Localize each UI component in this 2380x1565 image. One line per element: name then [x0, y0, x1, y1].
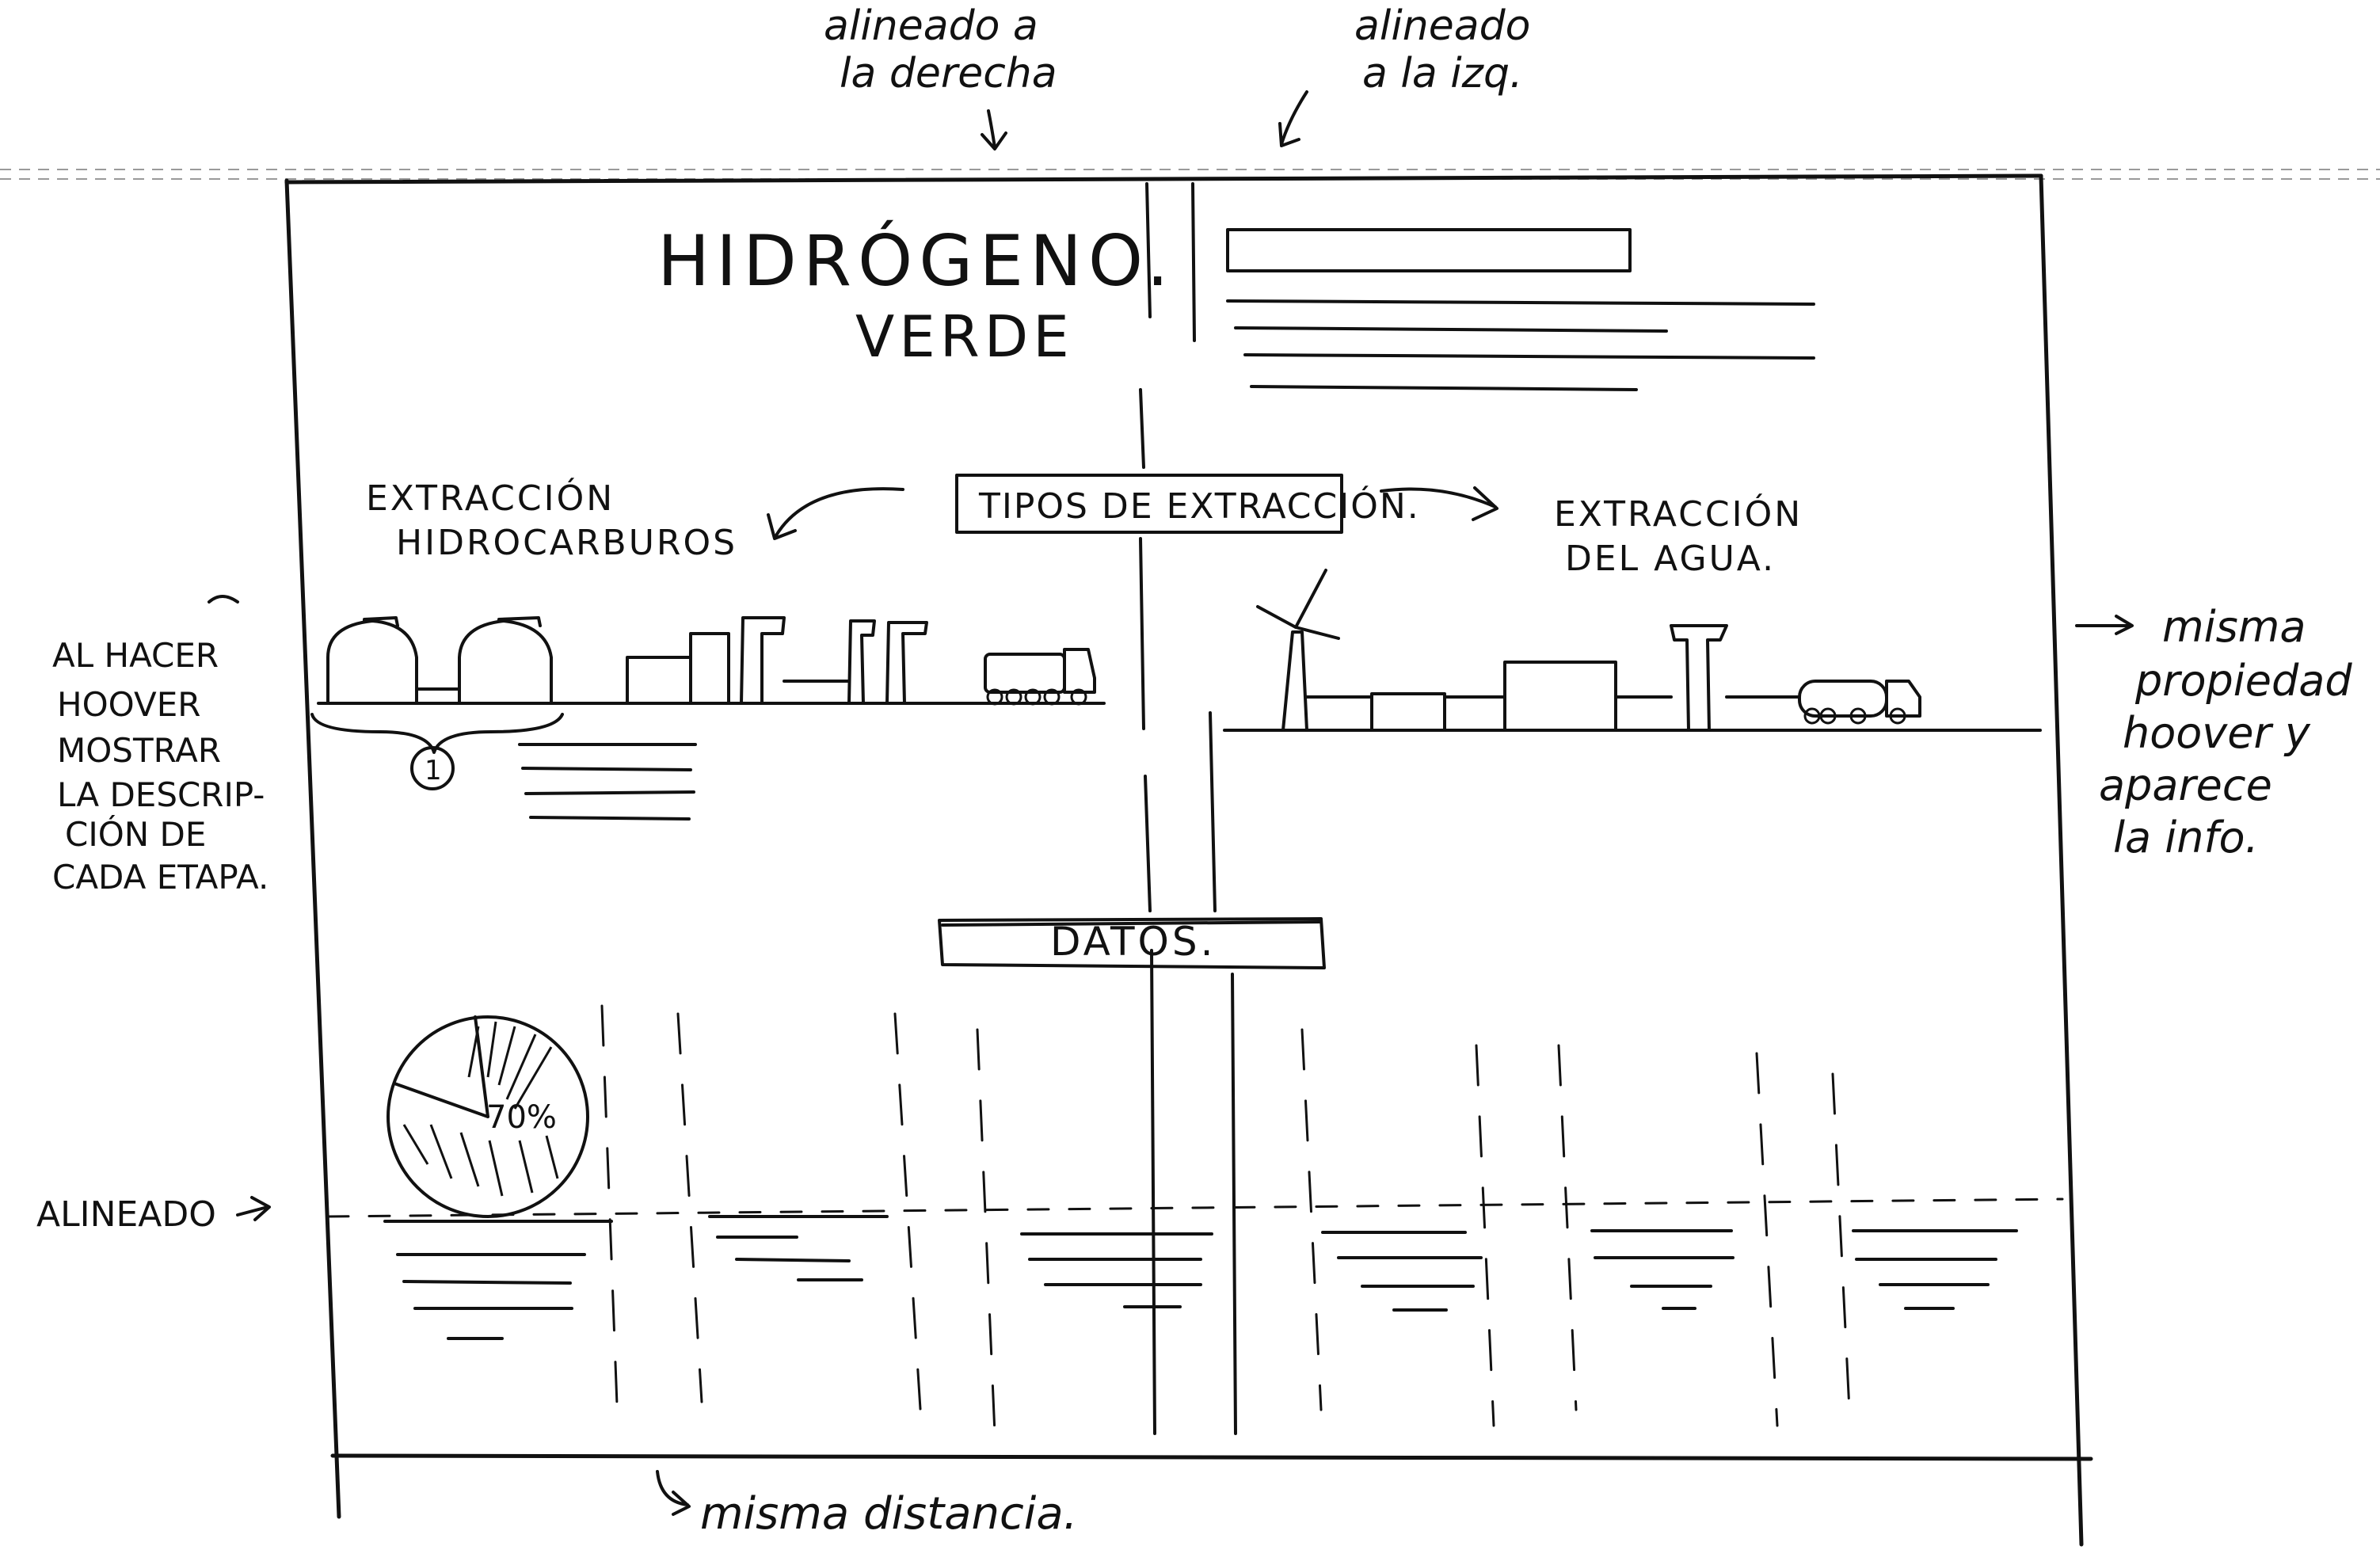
svg-text:LA DESCRIP-: LA DESCRIP-: [57, 775, 265, 814]
data-column-2-text: [708, 1215, 889, 1281]
svg-text:HIDROCARBUROS: HIDROCARBUROS: [396, 523, 737, 563]
data-column-4-text: [1321, 1231, 1483, 1312]
arrow-left-icon: [767, 487, 904, 540]
right-hover-note: misma propiedad hoover y aparece la info…: [2075, 602, 2352, 862]
extraction-types-label: TIPOS DE EXTRACCIÓN.: [767, 474, 1498, 540]
right-extraction-label: EXTRACCIÓN DEL AGUA.: [1554, 493, 1803, 579]
page-subtitle: VERDE: [855, 303, 1074, 370]
svg-text:ALINEADO: ALINEADO: [36, 1194, 216, 1235]
stage-marker-icon[interactable]: [410, 746, 455, 790]
brace-icon: [310, 713, 564, 754]
data-section-label: DATOS.: [938, 917, 1326, 969]
page-top-guides: [0, 169, 2380, 180]
svg-text:EXTRACCIÓN: EXTRACCIÓN: [1554, 493, 1803, 535]
data-column-1-text: [396, 1253, 586, 1340]
aligned-baseline: ALINEADO: [36, 1194, 2064, 1235]
svg-text:la derecha: la derecha: [840, 50, 1057, 97]
svg-text:a la izq.: a la izq.: [1362, 50, 1523, 97]
svg-text:alineado a: alineado a: [824, 2, 1038, 50]
same-distance-note: misma distancia.: [656, 1470, 1077, 1540]
svg-text:DEL AGUA.: DEL AGUA.: [1565, 539, 1776, 579]
svg-text:alineado: alineado: [1354, 2, 1530, 50]
water-process-illustration[interactable]: [1223, 569, 2042, 732]
svg-text:MOSTRAR: MOSTRAR: [57, 731, 221, 770]
header-title: HIDRÓGENO. VERDE: [657, 220, 1175, 370]
data-column-3-text: [1020, 1232, 1213, 1308]
svg-text:70%: 70%: [486, 1099, 557, 1136]
page-frame: [284, 173, 2093, 1547]
svg-text:TIPOS DE EXTRACCIÓN.: TIPOS DE EXTRACCIÓN.: [978, 485, 1420, 527]
top-left-note: alineado a la derecha: [824, 2, 1057, 150]
svg-text:AL HACER: AL HACER: [52, 636, 219, 675]
wind-turbine-icon: [1281, 630, 1308, 732]
svg-text:DATOS.: DATOS.: [1050, 919, 1216, 965]
svg-text:CADA ETAPA.: CADA ETAPA.: [52, 858, 268, 897]
left-hover-note: AL HACER HOOVER MOSTRAR LA DESCRIP- CIÓN…: [52, 595, 268, 897]
svg-text:EXTRACCIÓN: EXTRACCIÓN: [366, 477, 615, 519]
svg-text:hoover y: hoover y: [2123, 708, 2311, 758]
svg-text:HOOVER: HOOVER: [57, 685, 200, 724]
data-column-dividers: [600, 1004, 1852, 1435]
left-extraction-label: EXTRACCIÓN HIDROCARBUROS: [366, 477, 737, 563]
svg-text:misma: misma: [2162, 602, 2306, 652]
svg-text:misma distancia.: misma distancia.: [700, 1488, 1077, 1540]
center-column-guides: [1139, 182, 1237, 1435]
page-title: HIDRÓGENO.: [657, 220, 1175, 302]
svg-text:aparece: aparece: [2099, 760, 2272, 810]
intro-text-block: [1226, 228, 1815, 391]
svg-text:la info.: la info.: [2113, 813, 2259, 862]
arrow-right-icon: [1380, 486, 1498, 521]
svg-text:1: 1: [425, 755, 442, 786]
data-column-6-text: [1852, 1229, 2018, 1310]
svg-text:propiedad: propiedad: [2134, 656, 2352, 706]
hydrocarbon-process-illustration[interactable]: 1: [310, 616, 1106, 821]
svg-text:CIÓN DE: CIÓN DE: [65, 814, 206, 854]
top-right-note: alineado a la izq.: [1278, 2, 1530, 147]
data-column-5-text: [1590, 1229, 1735, 1310]
pie-chart[interactable]: 70%: [387, 1015, 589, 1218]
